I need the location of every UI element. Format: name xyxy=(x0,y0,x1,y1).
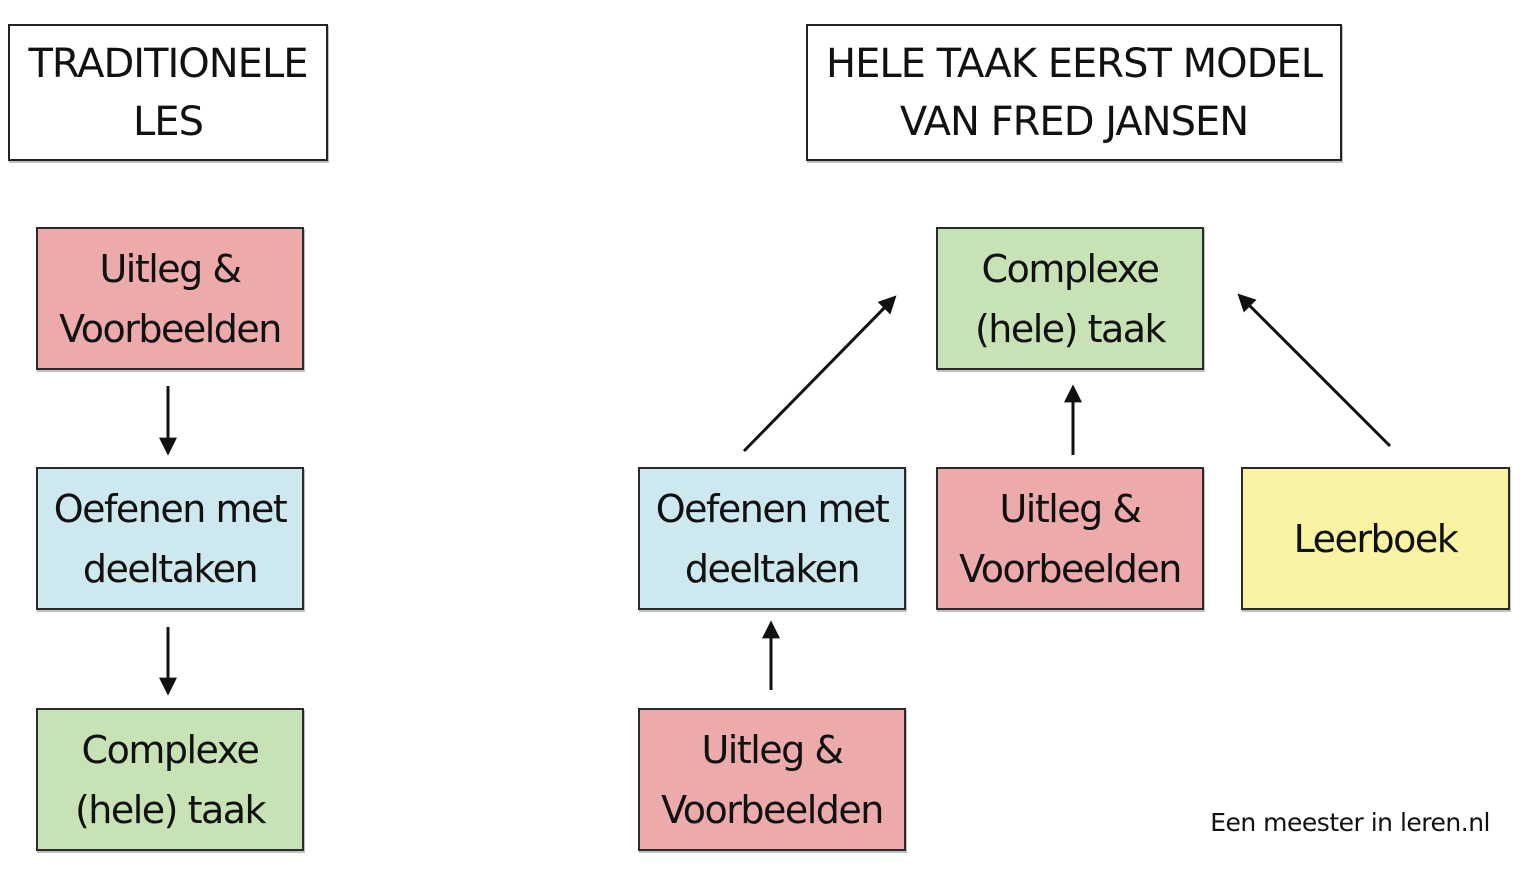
title-hele-taak-eerst-text: HELE TAAK EERST MODEL VAN FRED JANSEN xyxy=(826,40,1323,145)
right-node-uitleg-bottom: Uitleg & Voorbeelden xyxy=(638,708,906,851)
left-node-uitleg-label: Uitleg & Voorbeelden xyxy=(59,246,282,351)
right-node-uitleg-bottom-label: Uitleg & Voorbeelden xyxy=(661,727,884,832)
right-node-leerboek: Leerboek xyxy=(1241,467,1510,610)
right-node-complexe: Complexe (hele) taak xyxy=(936,227,1204,370)
right-node-uitleg-label: Uitleg & Voorbeelden xyxy=(959,486,1182,591)
arrow-right-oefenen-to-complexe xyxy=(742,295,897,453)
left-node-oefenen-label: Oefenen met deeltaken xyxy=(53,486,288,591)
arrow-right-leerboek-to-complexe xyxy=(1237,293,1392,448)
title-hele-taak-eerst: HELE TAAK EERST MODEL VAN FRED JANSEN xyxy=(806,24,1342,161)
left-node-complexe: Complexe (hele) taak xyxy=(36,708,304,851)
credit-text: Een meester in leren.nl xyxy=(1210,808,1490,837)
right-node-complexe-label: Complexe (hele) taak xyxy=(974,246,1167,351)
left-node-oefenen: Oefenen met deeltaken xyxy=(36,467,304,610)
title-traditionele-les-text: TRADITIONELE LES xyxy=(28,40,308,145)
left-node-complexe-label: Complexe (hele) taak xyxy=(74,727,267,832)
left-node-uitleg: Uitleg & Voorbeelden xyxy=(36,227,304,370)
right-node-uitleg: Uitleg & Voorbeelden xyxy=(936,467,1204,610)
right-node-oefenen: Oefenen met deeltaken xyxy=(638,467,906,610)
right-node-oefenen-label: Oefenen met deeltaken xyxy=(655,486,890,591)
right-node-leerboek-label: Leerboek xyxy=(1293,516,1459,561)
title-traditionele-les: TRADITIONELE LES xyxy=(8,24,328,161)
